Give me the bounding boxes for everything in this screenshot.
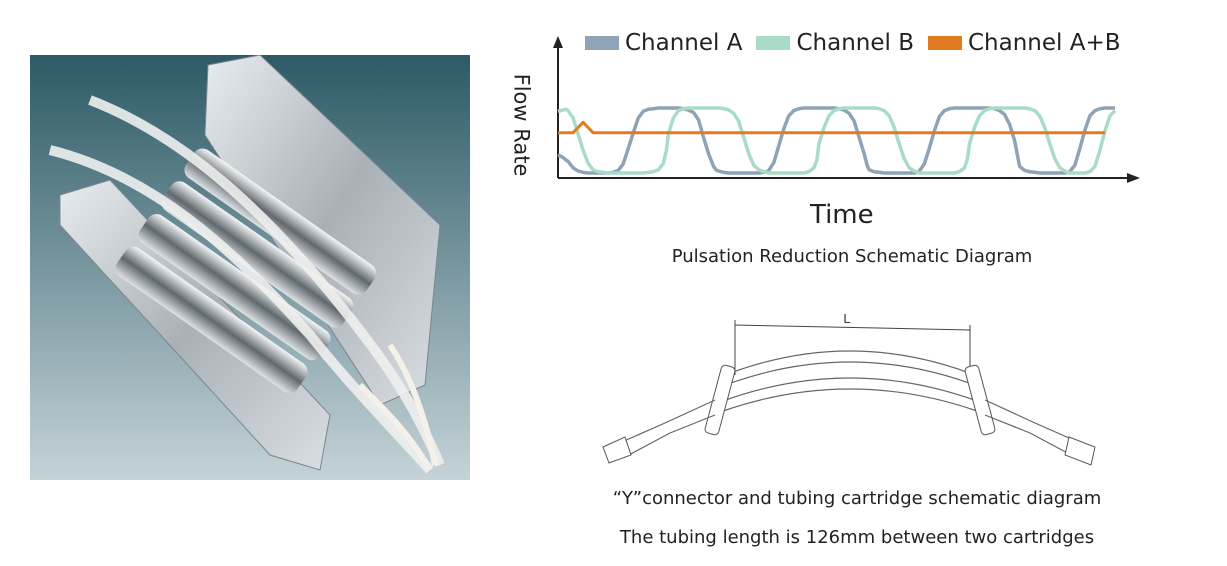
series-layer [557,106,1117,175]
legend-label-channel-a: Channel A [625,30,743,56]
tube-lower [722,377,978,402]
chart-caption: Pulsation Reduction Schematic Diagram [671,246,1033,267]
legend-item-channel-a: Channel A [585,30,742,56]
left-y-branch [624,414,716,458]
series-line-channel-b [557,106,1117,175]
series-line-channel-a-b [558,120,1105,135]
right-y-connector [984,399,1086,446]
chart-legend: Channel A Channel B Channel A+B [585,30,1121,56]
legend-swatch-channel-b [756,36,791,50]
right-cartridge [964,364,996,436]
pump-head-photo [30,55,470,480]
legend-label-channel-ab: Channel A+B [968,30,1121,56]
y-axis-arrow [553,36,563,48]
dimension-line [734,324,971,331]
dimension-label: L [843,311,850,326]
tube-lower-inner [722,388,978,412]
x-axis-label: Time [810,200,874,230]
tube-upper-inner [719,361,981,388]
connector-caption: “Y”connector and tubing cartridge schema… [612,488,1102,509]
x-axis-arrow [1127,173,1140,183]
length-caption: The tubing length is 126mm between two c… [619,527,1095,548]
left-barb [602,436,632,464]
left-y-connector [614,399,716,446]
legend-item-channel-ab: Channel A+B [928,30,1121,56]
left-cartridge [704,364,736,436]
pulsation-chart: Channel A Channel B Channel A+B Flow Rat… [500,20,1200,250]
legend-swatch-channel-ab [928,36,962,50]
right-y-branch [984,414,1076,458]
right-barb [1064,436,1096,466]
legend-label-channel-b: Channel B [796,30,914,56]
tubing-schematic: L [602,311,1096,466]
series-line-channel-a [557,106,1115,175]
chart-plot [553,36,1140,183]
legend-swatch-channel-a [585,36,619,50]
legend-item-channel-b: Channel B [756,30,914,56]
tube-upper [719,350,981,378]
